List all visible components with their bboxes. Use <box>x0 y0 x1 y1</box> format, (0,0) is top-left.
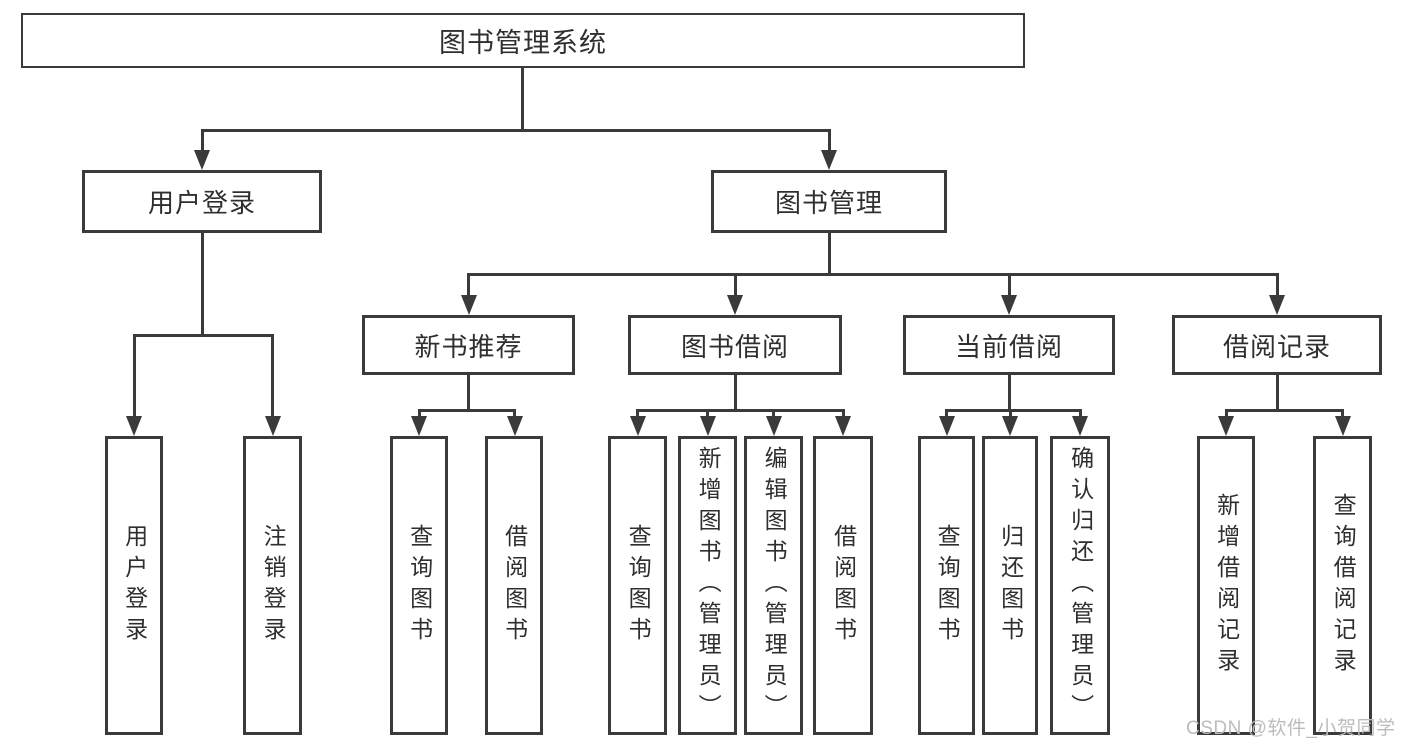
node-label: 用户登录 <box>121 523 148 648</box>
leaf-borrowing-edit-books-admin: 编辑图书（管理员） <box>744 436 803 735</box>
node-label: 借阅记录 <box>1222 331 1331 362</box>
arrowhead <box>506 416 523 436</box>
leaf-records-query-record: 查询借阅记录 <box>1313 436 1372 735</box>
node-label: 当前借阅 <box>954 331 1063 362</box>
arrowhead <box>1269 295 1285 315</box>
arrowhead <box>821 150 837 170</box>
connector-line <box>513 408 516 421</box>
node-label: 查询图书 <box>406 523 433 648</box>
leaf-recommend-query-books: 查询图书 <box>390 436 448 735</box>
node-label: 新增图书（管理员） <box>695 446 722 725</box>
node-label: 编辑图书（管理员） <box>761 446 788 725</box>
connector-line <box>945 408 948 421</box>
node-label: 用户登录 <box>147 188 256 218</box>
connector-line <box>1224 408 1228 421</box>
node-book-borrowing: 图书借阅 <box>628 315 842 375</box>
connector-line <box>636 408 844 412</box>
node-label: 查询图书 <box>934 523 961 648</box>
arrowhead <box>1072 416 1088 436</box>
leaf-logout: 注销登录 <box>243 436 302 735</box>
leaf-current-confirm-return-admin: 确认归还（管理员） <box>1050 436 1110 735</box>
leaf-borrowing-add-books-admin: 新增图书（管理员） <box>678 436 737 735</box>
node-label: 查询图书 <box>625 523 652 648</box>
arrowhead <box>460 295 477 315</box>
node-label: 新书推荐 <box>414 331 523 362</box>
node-current-borrowing: 当前借阅 <box>903 315 1115 375</box>
connector-line <box>636 408 639 421</box>
connector-line <box>1275 375 1279 411</box>
connector-line <box>520 68 524 130</box>
connector-line <box>733 272 737 297</box>
connector-line <box>200 128 831 132</box>
connector-line <box>772 408 775 421</box>
connector-line <box>1078 408 1082 421</box>
leaf-records-add-record: 新增借阅记录 <box>1197 436 1255 735</box>
arrowhead <box>411 416 427 436</box>
node-label: 确认归还（管理员） <box>1067 446 1094 725</box>
connector-line <box>467 375 470 411</box>
connector-line <box>841 408 845 421</box>
connector-line <box>132 333 136 418</box>
leaf-recommend-borrow-books: 借阅图书 <box>485 436 543 735</box>
arrowhead <box>1218 416 1234 436</box>
connector-line <box>706 408 709 421</box>
connector-line <box>467 272 470 297</box>
connector-line <box>467 272 1278 276</box>
arrowhead <box>938 416 955 436</box>
leaf-user-login: 用户登录 <box>105 436 163 735</box>
leaf-current-query-books: 查询图书 <box>918 436 975 735</box>
connector-line <box>1341 408 1344 421</box>
connector-line <box>417 408 421 421</box>
connector-line <box>827 233 831 275</box>
node-label: 查询借阅记录 <box>1330 492 1357 679</box>
node-book-management: 图书管理 <box>711 170 947 233</box>
connector-line <box>827 128 831 153</box>
node-label: 借阅图书 <box>501 523 528 648</box>
node-label: 新增借阅记录 <box>1213 492 1240 679</box>
connector-line <box>200 233 204 335</box>
arrowhead <box>264 416 281 436</box>
arrowhead <box>699 416 716 436</box>
node-user-login: 用户登录 <box>82 170 322 233</box>
connector-line <box>1275 272 1279 297</box>
connector-line <box>132 333 274 337</box>
node-new-book-recommendation: 新书推荐 <box>362 315 575 375</box>
node-library-management-system: 图书管理系统 <box>21 13 1025 68</box>
arrowhead <box>1001 295 1017 315</box>
node-label: 注销登录 <box>260 523 287 648</box>
node-label: 图书管理系统 <box>439 28 607 58</box>
arrowhead <box>1334 416 1351 436</box>
connector-line <box>945 408 1081 412</box>
csdn-watermark: CSDN @软件_小贺同学 <box>1186 718 1396 739</box>
arrowhead <box>194 150 210 170</box>
connector-line <box>733 375 737 411</box>
connector-line <box>1008 408 1012 421</box>
arrowhead <box>1002 416 1018 436</box>
leaf-current-return-books: 归还图书 <box>982 436 1038 735</box>
leaf-borrowing-query-books: 查询图书 <box>608 436 667 735</box>
node-label: 借阅图书 <box>830 523 857 648</box>
node-label: 图书借阅 <box>680 331 789 362</box>
leaf-borrowing-borrow-books: 借阅图书 <box>813 436 873 735</box>
arrowhead <box>126 416 142 436</box>
node-label: 归还图书 <box>997 523 1024 648</box>
connector-line <box>1224 408 1344 412</box>
arrowhead <box>727 295 743 315</box>
connector-line <box>1007 272 1011 297</box>
connector-line <box>417 408 516 412</box>
connector-line <box>271 333 274 418</box>
arrowhead <box>835 416 851 436</box>
arrowhead <box>629 416 646 436</box>
arrowhead <box>765 416 782 436</box>
node-label: 图书管理 <box>774 188 883 218</box>
connector-line <box>200 128 204 153</box>
node-borrowing-records: 借阅记录 <box>1172 315 1382 375</box>
connector-line <box>1007 375 1011 411</box>
